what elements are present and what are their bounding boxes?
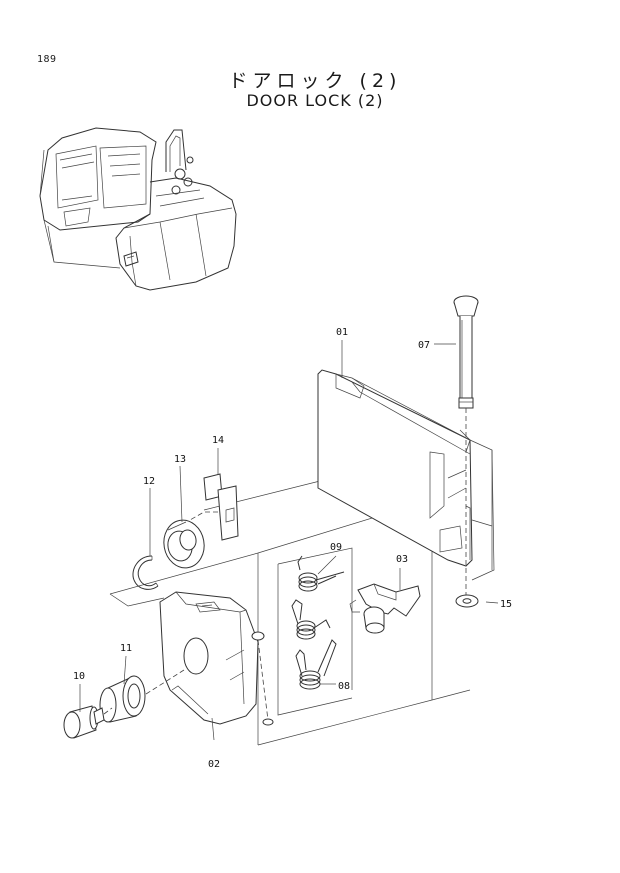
part-snap-ring-12 (132, 555, 159, 590)
callout-12: 12 (143, 476, 155, 487)
page-title: DOOR LOCK (2) (246, 91, 384, 110)
part-cylinder-10 (63, 705, 113, 739)
callout-07: 07 (418, 340, 430, 351)
callout-01: 01 (336, 327, 348, 338)
page-number: 189 (37, 54, 57, 65)
callout-13: 13 (174, 454, 186, 465)
page-title-japanese: ドアロック (2) (228, 70, 402, 92)
part-spring-09 (297, 555, 345, 592)
part-washer-15 (455, 594, 479, 608)
callout-labels: 01 02 03 07 08 09 10 11 12 13 14 15 (73, 327, 512, 770)
part-spring-08 (295, 639, 337, 690)
part-plate-01 (317, 369, 495, 581)
callout-09: 09 (330, 542, 342, 553)
part-housing-02 (159, 591, 274, 726)
part-spring-middle (291, 599, 331, 640)
callout-11: 11 (120, 643, 132, 654)
callout-03: 03 (396, 554, 408, 565)
leader-lines (79, 340, 499, 741)
callout-02: 02 (208, 759, 220, 770)
excavator-locator-sketch (39, 127, 237, 291)
callout-14: 14 (212, 435, 224, 446)
part-bracket-14 (189, 473, 239, 541)
part-flange-13 (163, 519, 205, 569)
callout-08: 08 (338, 681, 350, 692)
part-lever-03 (349, 583, 421, 634)
part-pin-07 (453, 295, 479, 596)
callout-15: 15 (500, 599, 512, 610)
callout-10: 10 (73, 671, 85, 682)
